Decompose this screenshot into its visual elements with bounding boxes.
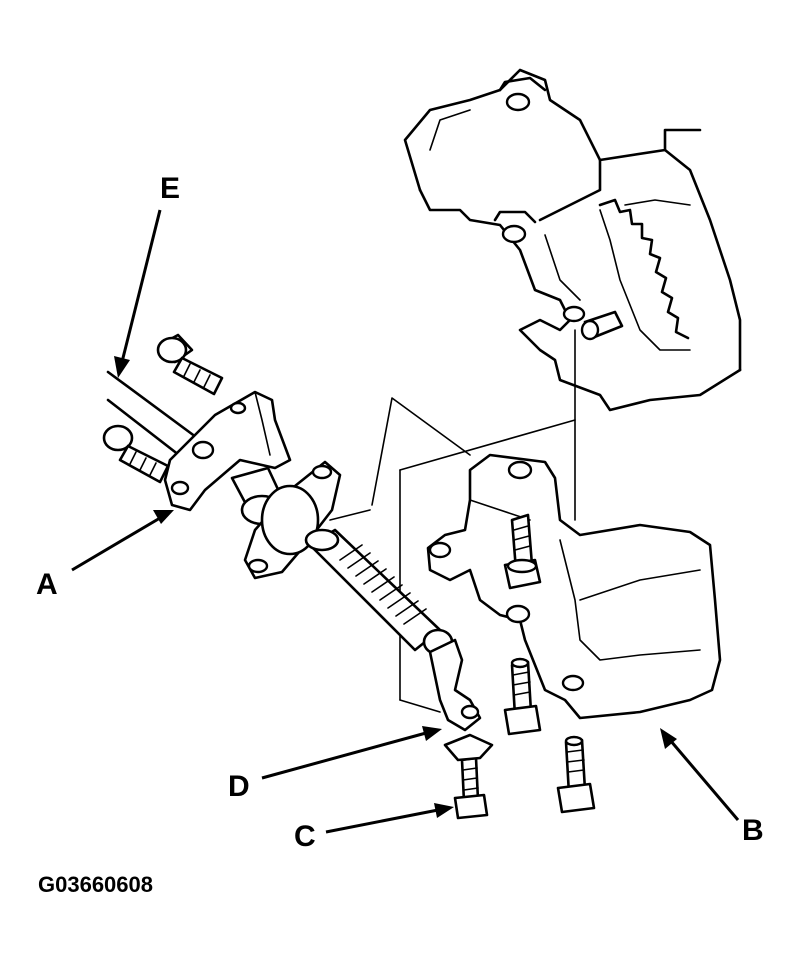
bolts (102, 333, 596, 820)
callout-d: D (228, 770, 250, 803)
clutch-bracket-a (163, 390, 292, 512)
callout-c: C (294, 820, 316, 853)
figure-id: G03660608 (38, 872, 153, 897)
bolt-c (453, 756, 489, 820)
callout-e: E (160, 172, 180, 205)
bolt-bracket-lower (556, 735, 596, 814)
clutch-slave-cylinder (230, 460, 494, 762)
alignment-lines (329, 329, 576, 713)
leader-lines (71, 209, 740, 834)
bolt-bracket-upper (503, 513, 542, 590)
transmission-housing (403, 68, 742, 412)
callout-a: A (36, 568, 58, 601)
mounting-bracket-b (426, 453, 722, 720)
bolt-a-upper (156, 333, 224, 396)
bolt-bracket-middle (503, 657, 542, 736)
bolt-a-lower (102, 424, 170, 484)
clutch-line-e (106, 370, 202, 464)
callout-b: B (742, 814, 764, 847)
